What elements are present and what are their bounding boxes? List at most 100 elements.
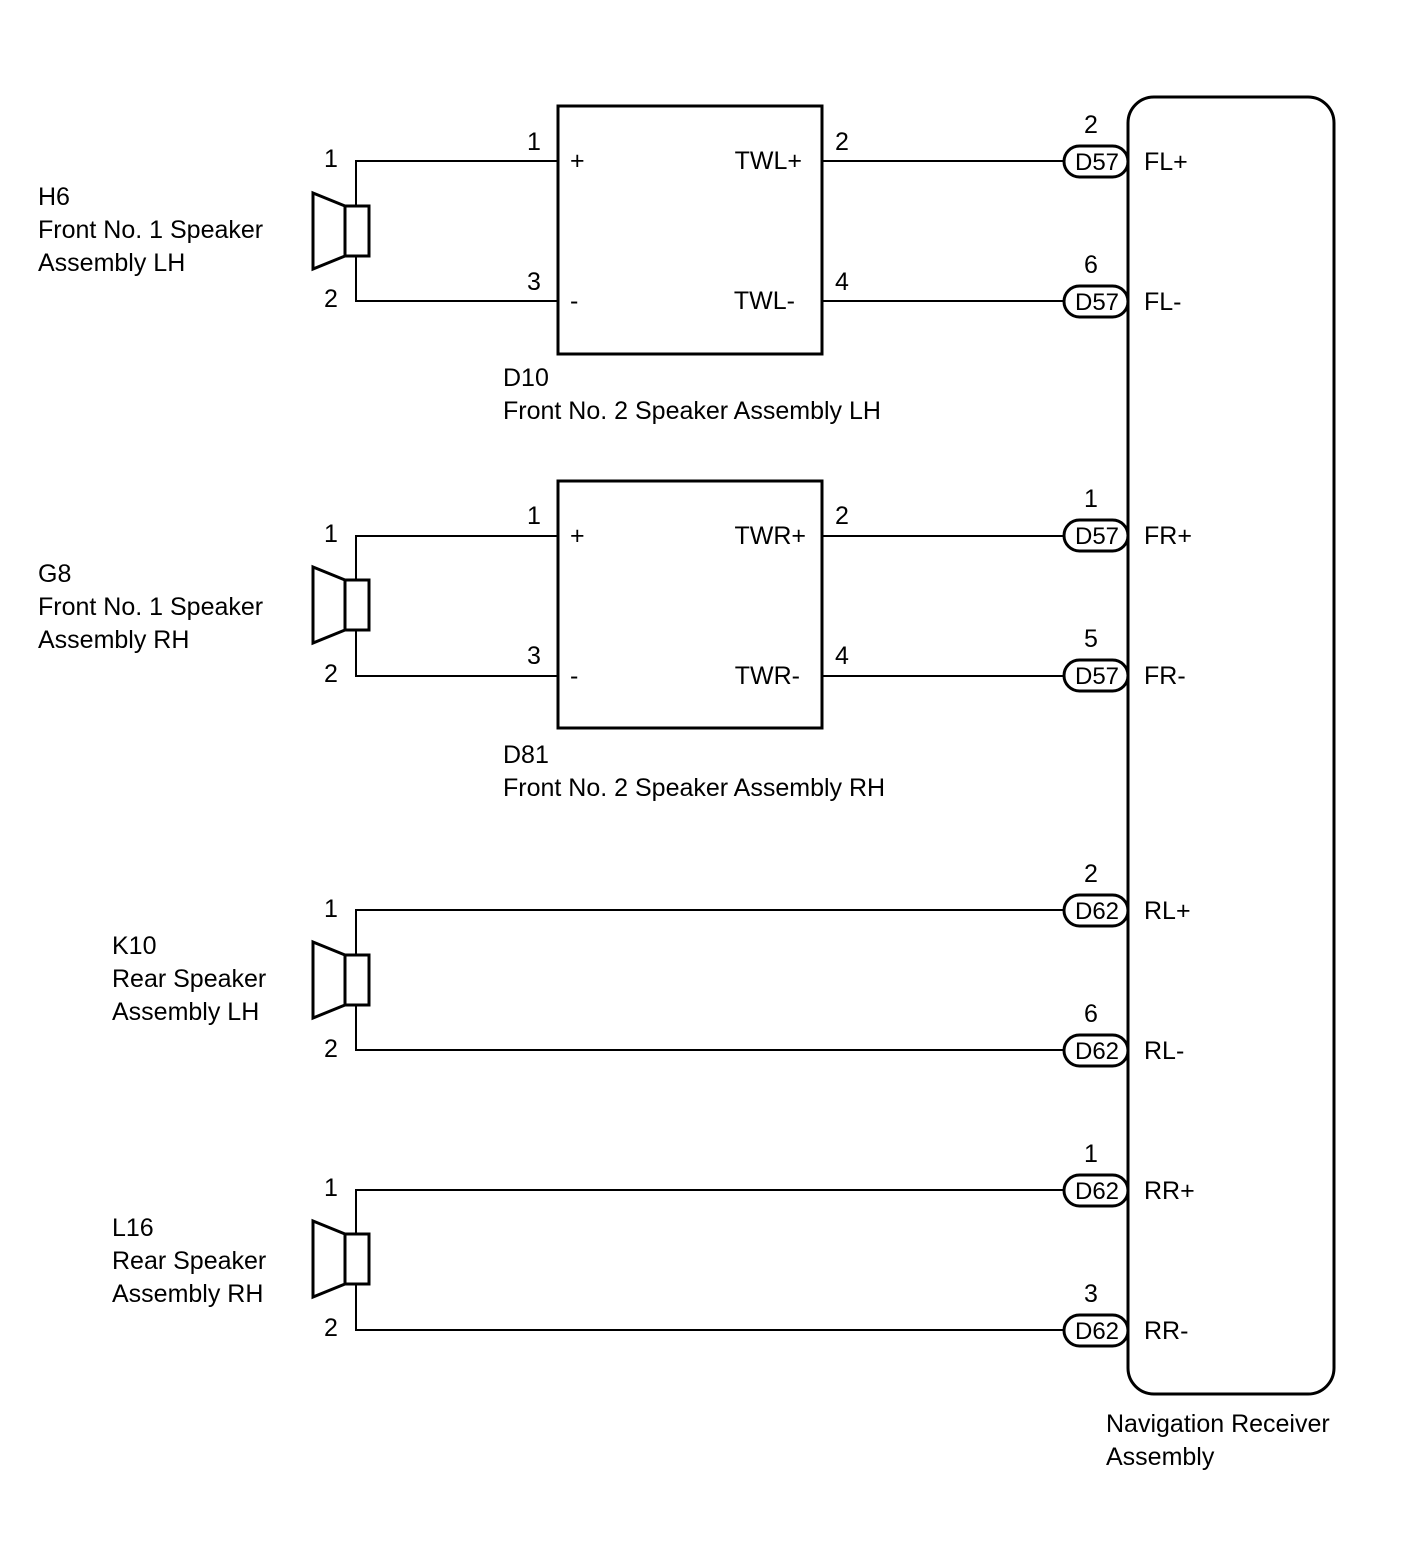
receiver-name-line1: Navigation Receiver xyxy=(1106,1410,1330,1438)
speaker-pin-bottom: 2 xyxy=(324,1314,338,1342)
tweeter-name: Front No. 2 Speaker Assembly LH xyxy=(503,397,881,425)
wire-k10-pin2 xyxy=(355,983,1066,1051)
speaker-magnet xyxy=(343,1232,371,1286)
wire-l16-pin1 xyxy=(355,1189,1066,1256)
tweeter-in-pos-label: + xyxy=(570,147,585,175)
speaker-name-line2: Assembly RH xyxy=(38,626,189,654)
speaker-h6: 1 2 H6 Front No. 1 Speaker Assembly LH xyxy=(38,145,371,313)
tweeter-in-pos-label: + xyxy=(570,522,585,550)
connector-oval xyxy=(1062,658,1130,693)
connector-code: D62 xyxy=(1075,1038,1119,1065)
wire-l16-pin2 xyxy=(355,1262,1066,1331)
speaker-icon xyxy=(311,564,347,646)
tweeter-in-pos-pin: 1 xyxy=(527,128,541,156)
speaker-l16: 1 2 L16 Rear Speaker Assembly RH xyxy=(112,1174,371,1342)
speaker-pin-top: 1 xyxy=(324,520,338,548)
tweeter-box xyxy=(556,104,824,356)
receiver-box xyxy=(1126,95,1336,1396)
tweeter-box xyxy=(556,479,824,730)
tweeter-in-pos-pin: 1 xyxy=(527,502,541,530)
connector-code: D57 xyxy=(1075,289,1119,316)
terminal-label: RR+ xyxy=(1144,1177,1195,1205)
terminal-pin: 6 xyxy=(1084,1000,1098,1028)
receiver-terminal-rl-neg: D62 6 RL- xyxy=(1062,1000,1184,1068)
speaker-icon xyxy=(311,190,347,272)
speaker-magnet xyxy=(343,204,371,258)
receiver-name-line2: Assembly xyxy=(1106,1443,1215,1471)
speaker-code: L16 xyxy=(112,1214,154,1242)
tweeter-d81: 1 3 + - TWR+ TWR- 2 4 D81 Front No. 2 Sp… xyxy=(503,479,885,802)
speaker-icon xyxy=(311,1218,347,1300)
speaker-name-line2: Assembly LH xyxy=(112,998,259,1026)
tweeter-out-neg-label: TWL- xyxy=(734,287,795,315)
speaker-name-line1: Front No. 1 Speaker xyxy=(38,216,263,244)
tweeter-out-neg-pin: 4 xyxy=(835,268,849,296)
terminal-label: FR+ xyxy=(1144,522,1192,550)
tweeter-out-pos-pin: 2 xyxy=(835,128,849,156)
connector-oval xyxy=(1062,1313,1130,1348)
navigation-receiver: Navigation Receiver Assembly xyxy=(1106,95,1336,1471)
speaker-pin-top: 1 xyxy=(324,145,338,173)
terminal-label: FR- xyxy=(1144,662,1186,690)
terminal-label: RR- xyxy=(1144,1317,1188,1345)
speaker-name-line1: Front No. 1 Speaker xyxy=(38,593,263,621)
connector-oval xyxy=(1062,144,1130,179)
speaker-pin-top: 1 xyxy=(324,1174,338,1202)
tweeter-out-neg-label: TWR- xyxy=(735,662,800,690)
speaker-magnet xyxy=(343,578,371,632)
receiver-terminal-fr-neg: D57 5 FR- xyxy=(1062,625,1186,693)
receiver-terminal-rr-neg: D62 3 RR- xyxy=(1062,1280,1188,1348)
connector-code: D57 xyxy=(1075,523,1119,550)
tweeter-in-neg-label: - xyxy=(570,662,578,690)
connector-oval xyxy=(1062,893,1130,928)
terminal-pin: 2 xyxy=(1084,860,1098,888)
terminal-pin: 6 xyxy=(1084,251,1098,279)
tweeter-in-neg-label: - xyxy=(570,287,578,315)
connector-oval xyxy=(1062,284,1130,319)
wire-h6-pin1 xyxy=(355,160,558,228)
terminal-label: RL- xyxy=(1144,1037,1184,1065)
tweeter-out-pos-label: TWL+ xyxy=(735,147,802,175)
speaker-name-line1: Rear Speaker xyxy=(112,965,266,993)
terminal-label: RL+ xyxy=(1144,897,1191,925)
terminal-pin: 1 xyxy=(1084,1140,1098,1168)
connector-code: D62 xyxy=(1075,1318,1119,1345)
terminal-label: FL- xyxy=(1144,288,1182,316)
receiver-terminal-fr-pos: D57 1 FR+ xyxy=(1062,485,1192,553)
speaker-magnet xyxy=(343,953,371,1007)
tweeter-code: D81 xyxy=(503,741,549,769)
receiver-terminal-rr-pos: D62 1 RR+ xyxy=(1062,1140,1195,1208)
terminal-pin: 2 xyxy=(1084,111,1098,139)
speaker-k10: 1 2 K10 Rear Speaker Assembly LH xyxy=(112,895,371,1063)
speaker-pin-bottom: 2 xyxy=(324,285,338,313)
terminal-label: FL+ xyxy=(1144,148,1188,176)
speaker-pin-bottom: 2 xyxy=(324,660,338,688)
speaker-g8: 1 2 G8 Front No. 1 Speaker Assembly RH xyxy=(38,520,371,688)
connector-oval xyxy=(1062,518,1130,553)
tweeter-d10: 1 3 + - TWL+ TWL- 2 4 D10 Front No. 2 Sp… xyxy=(503,104,881,425)
tweeter-out-neg-pin: 4 xyxy=(835,642,849,670)
connector-code: D62 xyxy=(1075,1178,1119,1205)
terminal-pin: 3 xyxy=(1084,1280,1098,1308)
receiver-terminal-fl-pos: D57 2 FL+ xyxy=(1062,111,1188,179)
speaker-code: H6 xyxy=(38,183,70,211)
speaker-name-line1: Rear Speaker xyxy=(112,1247,266,1275)
speaker-name-line2: Assembly RH xyxy=(112,1280,263,1308)
connector-code: D62 xyxy=(1075,898,1119,925)
speaker-pin-top: 1 xyxy=(324,895,338,923)
connector-oval xyxy=(1062,1173,1130,1208)
tweeter-code: D10 xyxy=(503,364,549,392)
tweeter-in-neg-pin: 3 xyxy=(527,268,541,296)
terminal-pin: 1 xyxy=(1084,485,1098,513)
connector-code: D57 xyxy=(1075,663,1119,690)
receiver-terminal-rl-pos: D62 2 RL+ xyxy=(1062,860,1191,928)
speaker-icon xyxy=(311,939,347,1021)
terminal-pin: 5 xyxy=(1084,625,1098,653)
tweeter-out-pos-label: TWR+ xyxy=(734,522,806,550)
tweeter-name: Front No. 2 Speaker Assembly RH xyxy=(503,774,885,802)
speaker-code: K10 xyxy=(112,932,156,960)
tweeter-in-neg-pin: 3 xyxy=(527,642,541,670)
speaker-name-line2: Assembly LH xyxy=(38,249,185,277)
wire-k10-pin1 xyxy=(355,909,1066,977)
